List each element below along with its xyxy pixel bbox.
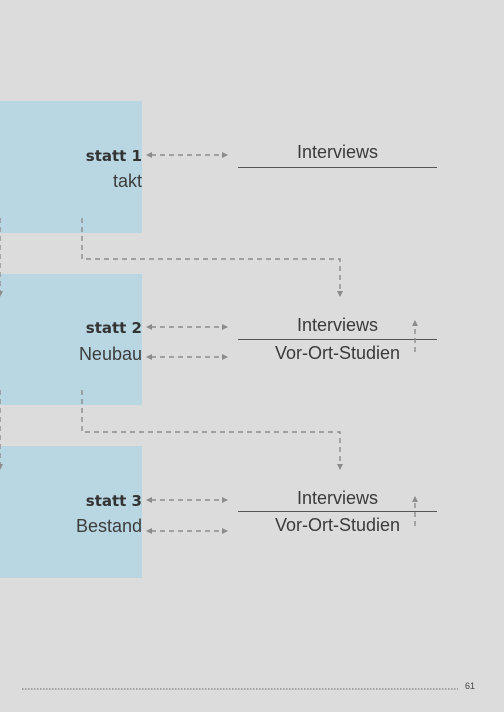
method-stage1-interviews: Interviews: [296, 142, 379, 162]
stage-box-2: statt 2 Neubau: [0, 274, 142, 405]
stage-title-2: statt 2: [85, 319, 142, 337]
stage-box-3: statt 3 Bestand: [0, 446, 142, 578]
divider-stage3: [238, 511, 437, 512]
method-stage3-vor-ort-studien: Vor-Ort-Studien: [274, 515, 401, 535]
method-stage2-interviews: Interviews: [296, 315, 379, 335]
method-stage2-vor-ort-studien: Vor-Ort-Studien: [274, 343, 401, 363]
stage-title-3: statt 3: [85, 492, 142, 510]
stage-subtitle-1: takt: [112, 171, 142, 191]
connector-stage1-to-stage2: [81, 218, 343, 297]
divider-stage1: [238, 167, 437, 168]
stage-box-1: statt 1 takt: [0, 101, 142, 233]
page-number: 61: [464, 681, 475, 691]
stage-subtitle-3: Bestand: [75, 516, 142, 536]
stage-subtitle-2: Neubau: [78, 344, 142, 364]
divider-stage2: [238, 339, 437, 340]
connector-stage2-to-stage3: [81, 390, 343, 470]
method-stage3-interviews: Interviews: [296, 488, 379, 508]
stage-title-1: statt 1: [85, 147, 142, 165]
